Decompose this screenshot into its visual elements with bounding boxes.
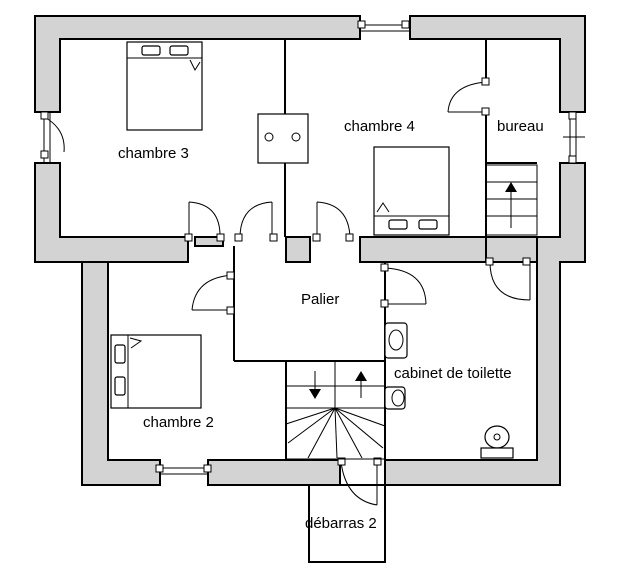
wall-interior-2: [285, 236, 311, 263]
wall-top-left: [34, 15, 361, 113]
windows: [40, 20, 585, 475]
doors: [184, 77, 531, 506]
wall-left-chambre3: [34, 162, 189, 263]
label-chambre4: chambre 4: [344, 118, 415, 135]
cabinet-chambre3: [257, 113, 309, 164]
debarras-room: [308, 484, 386, 563]
wall-interior-3: [359, 236, 538, 263]
label-palier: Palier: [301, 291, 339, 308]
label-debarras: débarras 2: [305, 515, 377, 532]
label-chambre2: chambre 2: [143, 414, 214, 431]
wall-bottom-middle: [207, 459, 341, 486]
bathroom-fixtures: [384, 322, 514, 459]
bed-chambre4: [373, 146, 450, 236]
wall-top-right: [409, 15, 586, 113]
stairs: [285, 164, 538, 460]
bed-chambre2: [110, 334, 202, 409]
exterior-walls: [34, 15, 586, 486]
label-bureau: bureau: [497, 118, 544, 135]
label-chambre3: chambre 3: [118, 145, 189, 162]
bed-chambre3: [126, 41, 203, 131]
label-cabinet: cabinet de toilette: [394, 365, 512, 382]
